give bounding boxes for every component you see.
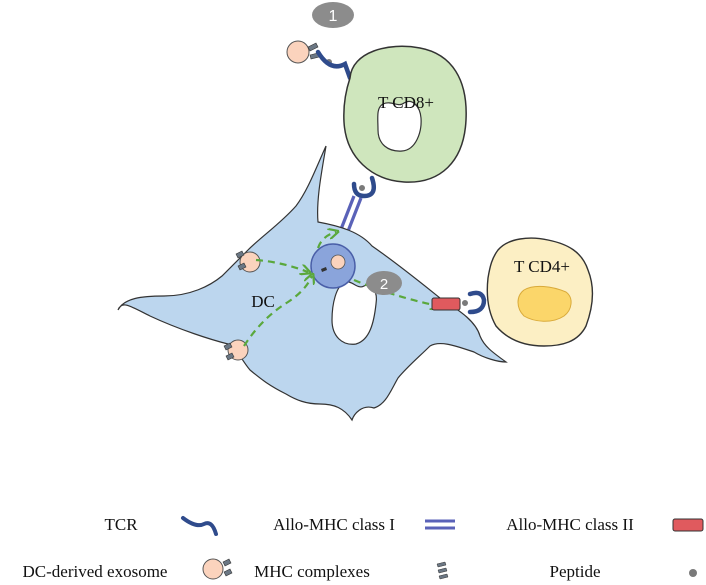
t-cd8-cell: T CD8+ — [343, 45, 467, 183]
t-cd4-nucleus — [517, 285, 572, 322]
legend: TCR Allo-MHC class I Allo-MHC class II D… — [23, 515, 704, 581]
step-badge-1-label: 1 — [329, 8, 338, 25]
legend-mhc2-label: Allo-MHC class II — [506, 515, 634, 534]
legend-complexes-label: MHC complexes — [254, 562, 370, 581]
t-cd4-cell: T CD4+ — [486, 237, 594, 347]
legend-mhc1-icon — [425, 519, 455, 530]
exosome-top — [286, 40, 333, 66]
legend-peptide-icon — [689, 569, 697, 577]
exosome-dc-left — [235, 250, 261, 273]
dc-cell: DC — [117, 145, 508, 422]
step-badge-2-label: 2 — [380, 276, 388, 293]
exosome-dc-bottom — [223, 339, 249, 361]
legend-complexes-icon — [436, 561, 449, 580]
t-cd4-label: T CD4+ — [514, 257, 570, 276]
allo-mhc-class-ii-link — [431, 297, 469, 311]
t-cd8-nucleus — [377, 100, 422, 152]
dc-label: DC — [251, 292, 275, 311]
legend-exosome-icon — [202, 558, 233, 580]
transport-arrows — [243, 232, 438, 347]
legend-tcr-label: TCR — [104, 515, 138, 534]
tcr-icon-top — [315, 49, 353, 81]
tcr-icon-cd8-dc — [351, 175, 376, 199]
legend-exosome-label: DC-derived exosome — [23, 562, 168, 581]
step-badge-2: 2 — [366, 271, 402, 295]
endosome-vesicle — [310, 243, 356, 289]
legend-peptide-label: Peptide — [550, 562, 601, 581]
t-cd8-label: T CD8+ — [378, 93, 434, 112]
legend-mhc2-icon — [672, 518, 704, 532]
legend-mhc1-label: Allo-MHC class I — [273, 515, 395, 534]
step-badge-1: 1 — [312, 2, 354, 28]
dc-nucleus — [331, 281, 377, 345]
tcr-icon-cd4 — [467, 290, 487, 315]
legend-tcr-icon — [181, 516, 218, 536]
